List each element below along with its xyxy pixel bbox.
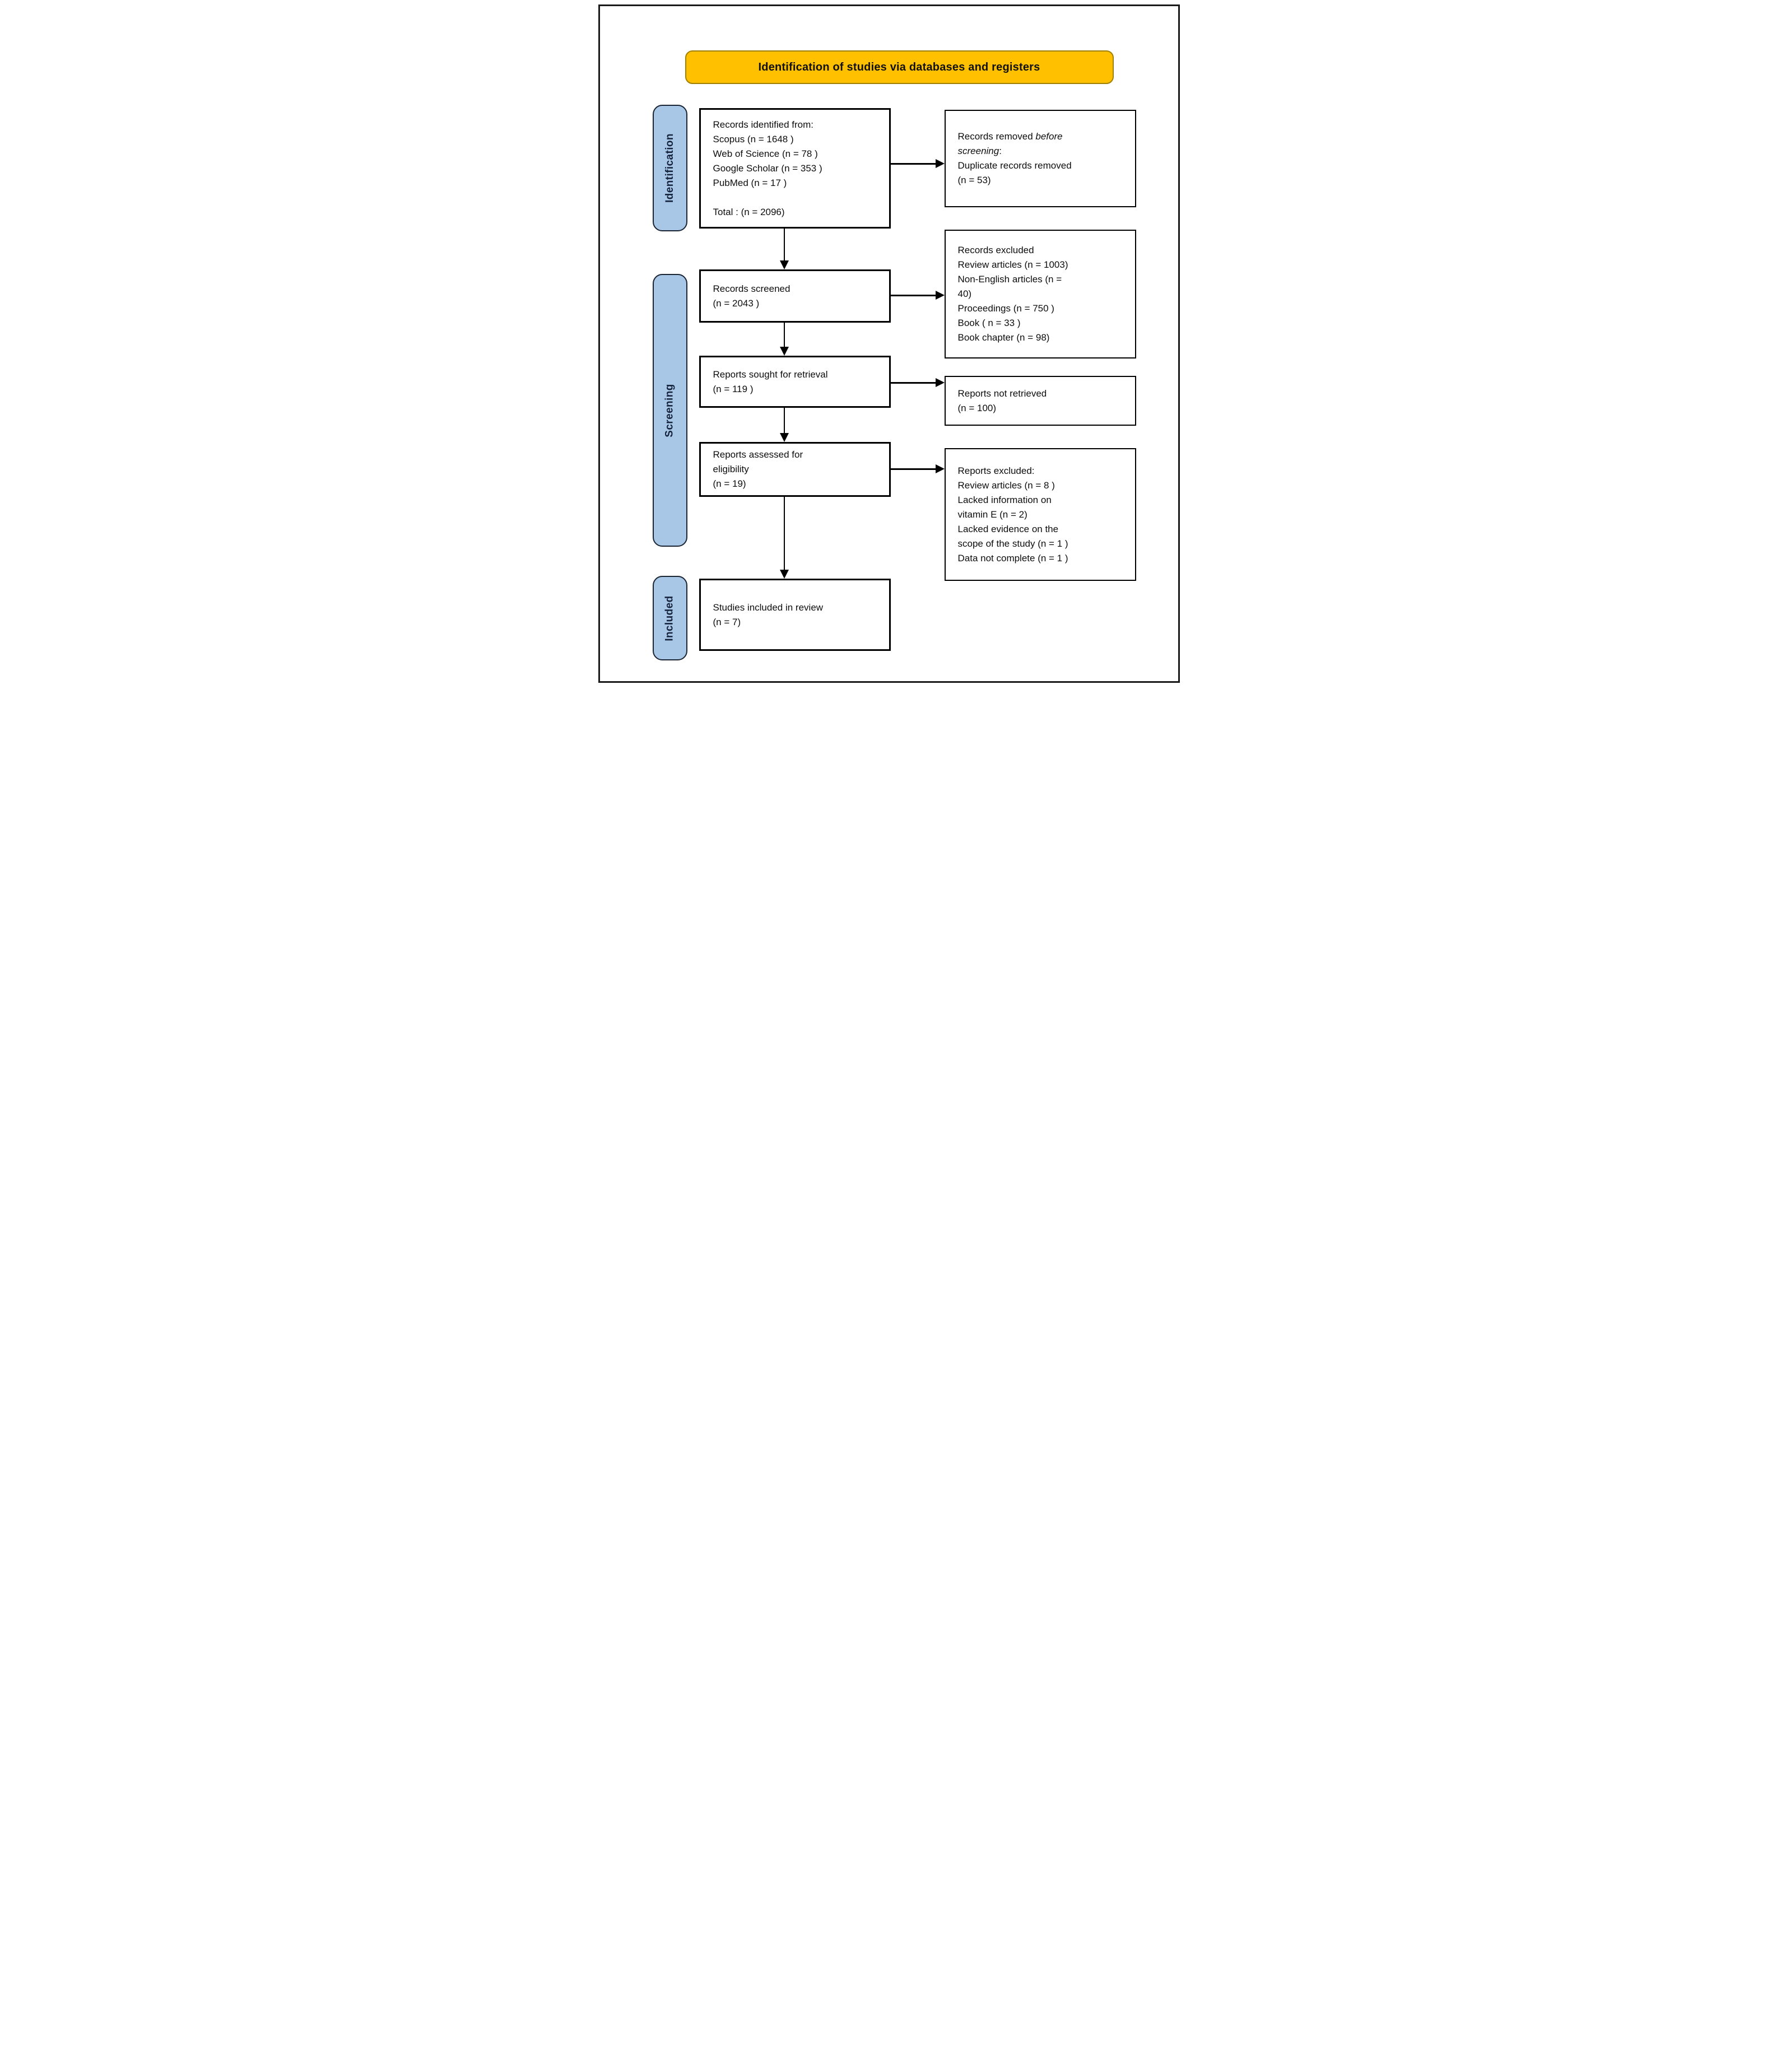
text-line: (n = 19) [713,478,746,489]
text-line: Records excluded [957,245,1034,255]
box-studies-included: Studies included in review (n = 7) [699,579,891,651]
text-line: Book chapter (n = 98) [957,332,1050,343]
text-line: Lacked evidence on the [957,523,1059,534]
stage-screening-label: Screening [663,383,676,437]
arrow-sought-to-not-retrieved [890,382,936,384]
text-line: Studies included in review [713,602,824,613]
total-line: Total : (n = 2096) [713,207,785,217]
title-banner: Identification of studies via databases … [685,50,1114,84]
box-records-screened: Records screened (n = 2043 ) [699,269,891,323]
text-line: Web of Science (n = 78 ) [713,148,818,159]
text-line: Records screened [713,283,790,294]
arrowhead-right-icon [935,378,945,387]
text-line: (n = 2043 ) [713,297,760,309]
text-line: 40) [957,288,972,299]
text-segment: Records removed [957,131,1036,142]
arrowhead-right-icon [935,464,945,473]
text-line: vitamin E (n = 2) [957,509,1027,520]
arrow-sought-to-assessed [783,408,785,433]
arrow-identified-to-removed [890,163,936,165]
box-records-identified: Records identified from: Scopus (n = 164… [699,108,891,229]
text-line: Review articles (n = 8 ) [957,479,1055,491]
stage-included: Included [652,576,687,660]
text-line: Google Scholar (n = 353 ) [713,163,822,174]
text-line: Scopus (n = 1648 ) [713,134,794,145]
box-reports-excluded: Reports excluded: Review articles (n = 8… [944,448,1136,581]
arrow-screened-to-excluded [890,295,936,296]
arrowhead-down-icon [779,347,789,356]
text-line: Records identified from: [713,119,814,130]
text-line: Lacked information on [957,494,1052,505]
stage-identification: Identification [652,105,687,231]
text-line: screening: [958,144,1131,159]
arrowhead-right-icon [935,291,945,300]
text-line: (n = 119 ) [713,383,754,394]
arrow-assessed-to-included [783,497,785,570]
text-line: Reports sought for retrieval [713,369,828,380]
arrowhead-down-icon [779,260,789,269]
text-line: eligibility [713,464,749,474]
text-line: Duplicate records removed [957,160,1072,171]
box-records-excluded: Records excluded Review articles (n = 10… [944,230,1136,358]
box-records-removed: Records removed before screening: Duplic… [944,110,1136,207]
text-segment: : [999,146,1002,156]
outer-frame [598,4,1180,683]
stage-screening: Screening [652,274,687,547]
text-line: Non-English articles (n = [957,274,1062,285]
text-line: Records removed before [958,129,1131,144]
italic-text: before [1035,131,1063,142]
text-line: Reports not retrieved [957,388,1047,399]
box-reports-sought: Reports sought for retrieval (n = 119 ) [699,356,891,408]
stage-identification-label: Identification [663,133,676,203]
arrow-assessed-to-reports-excluded [890,468,936,470]
text-line: scope of the study (n = 1 ) [957,538,1068,549]
text-line: Reports assessed for [713,449,803,460]
text-line: (n = 7) [713,616,741,627]
text-line: Review articles (n = 1003) [957,259,1068,270]
box-reports-not-retrieved: Reports not retrieved (n = 100) [944,376,1136,426]
italic-text: screening [957,146,999,156]
arrowhead-right-icon [935,159,945,168]
text-line: Reports excluded: [957,465,1035,476]
text-line: Book ( n = 33 ) [957,318,1021,328]
text-line: PubMed (n = 17 ) [713,178,787,188]
arrow-identified-to-screened [783,229,785,260]
prisma-flow-diagram: Identification of studies via databases … [593,0,1188,691]
arrow-screened-to-sought [783,323,785,347]
diagram-title: Identification of studies via databases … [758,60,1040,73]
text-line: (n = 100) [957,402,997,413]
arrowhead-down-icon [779,433,789,442]
text-line: (n = 53) [957,175,991,185]
text-line: Data not complete (n = 1 ) [957,552,1068,564]
stage-included-label: Included [663,595,676,641]
text-line: Proceedings (n = 750 ) [957,303,1054,314]
arrowhead-down-icon [779,570,789,579]
box-reports-assessed: Reports assessed for eligibility (n = 19… [699,442,891,497]
